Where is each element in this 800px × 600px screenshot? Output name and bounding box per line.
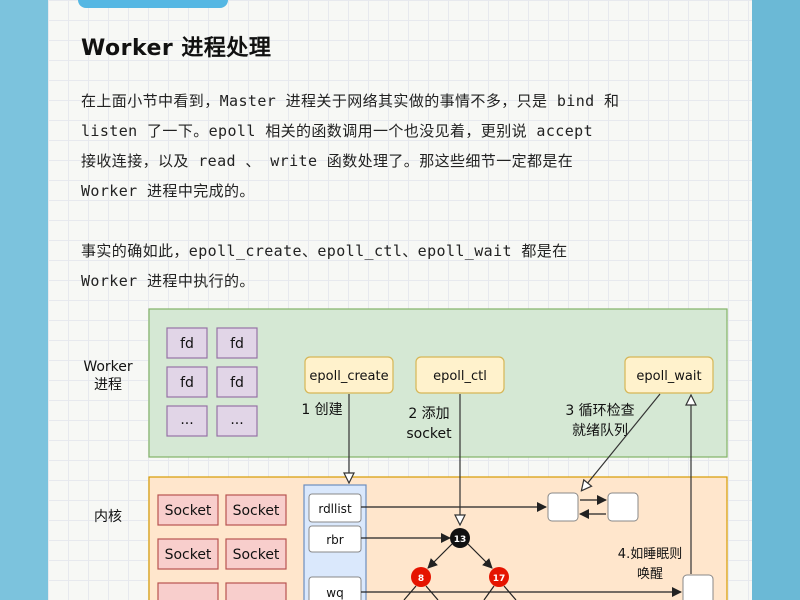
fd-box xyxy=(166,366,208,398)
step-2-label-line1: 2 添加 xyxy=(408,406,449,422)
rdllist-field xyxy=(308,493,362,523)
tree-node-root-label: 13 xyxy=(454,535,467,545)
tree-node-right xyxy=(489,567,509,587)
epoll-ctl-label: epoll_ctl xyxy=(433,369,487,384)
fd-box-ellipsis xyxy=(216,405,258,437)
tree-node-left-label: 8 xyxy=(418,574,424,584)
fd-label: fd xyxy=(230,375,244,391)
fd-label: fd xyxy=(230,336,244,352)
epoll-wait-box xyxy=(624,356,714,394)
socket-box xyxy=(157,494,219,526)
fd-box xyxy=(216,327,258,359)
paragraph-1: 在上面小节中看到，Master 进程关于网络其实做的事情不多，只是 bind 和… xyxy=(81,86,721,206)
step-4-label-line1: 4.如睡眠则 xyxy=(618,546,682,562)
socket-box xyxy=(225,494,287,526)
fd-box xyxy=(166,327,208,359)
socket-box xyxy=(225,582,287,600)
paragraph-1-line: 接收连接，以及 read 、 write 函数处理了。那这些细节一定都是在 xyxy=(81,152,574,170)
socket-box xyxy=(157,538,219,570)
epoll-wait-label: epoll_wait xyxy=(636,369,701,384)
fd-ellipsis-label: ... xyxy=(230,412,243,428)
paragraph-1-line: listen 了一下。epoll 相关的函数调用一个也没见着，更别说 accep… xyxy=(81,122,594,140)
socket-box xyxy=(157,582,219,600)
fd-label: fd xyxy=(180,336,194,352)
epoll-ctl-box xyxy=(415,356,505,394)
rdllist-label: rdllist xyxy=(318,502,352,516)
tree-edge xyxy=(425,585,439,600)
paragraph-2-line: Worker 进程中执行的。 xyxy=(81,272,255,290)
step-1-label: 1 创建 xyxy=(301,402,342,418)
socket-label: Socket xyxy=(165,547,212,563)
paragraph-1-line: Worker 进程中完成的。 xyxy=(81,182,255,200)
socket-label: Socket xyxy=(233,503,280,519)
wait-queue-node xyxy=(682,574,714,600)
fd-ellipsis-label: ... xyxy=(180,412,193,428)
ready-list-node xyxy=(607,492,639,522)
rbr-label: rbr xyxy=(326,533,344,547)
step-3-label-line1: 3 循环检查 xyxy=(565,403,634,419)
tree-edge xyxy=(483,585,495,600)
rbr-field xyxy=(308,525,362,553)
tree-edge xyxy=(427,543,453,569)
paragraph-2-line: 事实的确如此，epoll_create、epoll_ctl、epoll_wait… xyxy=(81,242,568,260)
kernel-label: 内核 xyxy=(94,509,122,525)
section-title: Worker 进程处理 xyxy=(81,36,272,61)
paragraph-2: 事实的确如此，epoll_create、epoll_ctl、epoll_wait… xyxy=(81,236,721,296)
header-tab-decoration xyxy=(78,0,228,8)
epoll-create-label: epoll_create xyxy=(309,369,388,384)
tree-node-right-label: 17 xyxy=(493,574,506,584)
tree-edge xyxy=(403,585,417,600)
wait-to-readylist-arrow xyxy=(582,393,661,490)
socket-box xyxy=(225,538,287,570)
worker-label-line1: Worker xyxy=(83,359,133,375)
step-4-label-line2: 唤醒 xyxy=(637,567,663,582)
wq-label: wq xyxy=(326,586,343,600)
step-2-label-line2: socket xyxy=(406,426,452,442)
tree-edge xyxy=(503,585,517,600)
tree-edge xyxy=(467,543,493,569)
fd-box xyxy=(216,366,258,398)
epoll-create-box xyxy=(304,356,394,394)
socket-label: Socket xyxy=(233,547,280,563)
step-3-label-line2: 就绪队列 xyxy=(572,423,628,439)
socket-label: Socket xyxy=(165,503,212,519)
fd-box-ellipsis xyxy=(166,405,208,437)
fd-label: fd xyxy=(180,375,194,391)
paragraph-1-line: 在上面小节中看到，Master 进程关于网络其实做的事情不多，只是 bind 和 xyxy=(81,92,620,110)
tree-node-left xyxy=(411,567,431,587)
worker-label-line2: 进程 xyxy=(94,377,122,393)
tree-node-root xyxy=(450,528,470,548)
ready-list-node xyxy=(547,492,579,522)
